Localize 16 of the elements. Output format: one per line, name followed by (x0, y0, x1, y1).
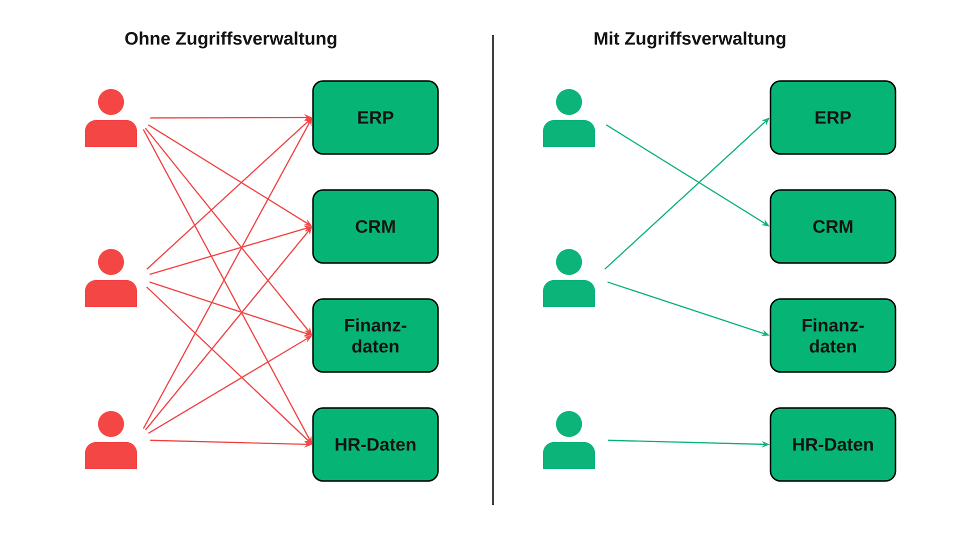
person-icon (543, 89, 595, 147)
person-icon (85, 249, 137, 307)
person-icon (543, 411, 595, 469)
system-box: ERP (312, 80, 439, 155)
system-box: CRM (312, 189, 439, 264)
panel-title: Mit Zugriffsverwaltung (594, 32, 786, 48)
system-box: CRM (770, 189, 896, 264)
system-box: ERP (770, 80, 896, 155)
person-icon (85, 411, 137, 469)
system-box: Finanz- daten (312, 298, 439, 373)
system-box: HR-Daten (770, 407, 896, 482)
person-icon (85, 89, 137, 147)
system-box: Finanz- daten (770, 298, 896, 373)
person-icon (543, 249, 595, 307)
panel-title: Ohne Zugriffsverwaltung (125, 32, 336, 48)
system-box: HR-Daten (312, 407, 439, 482)
